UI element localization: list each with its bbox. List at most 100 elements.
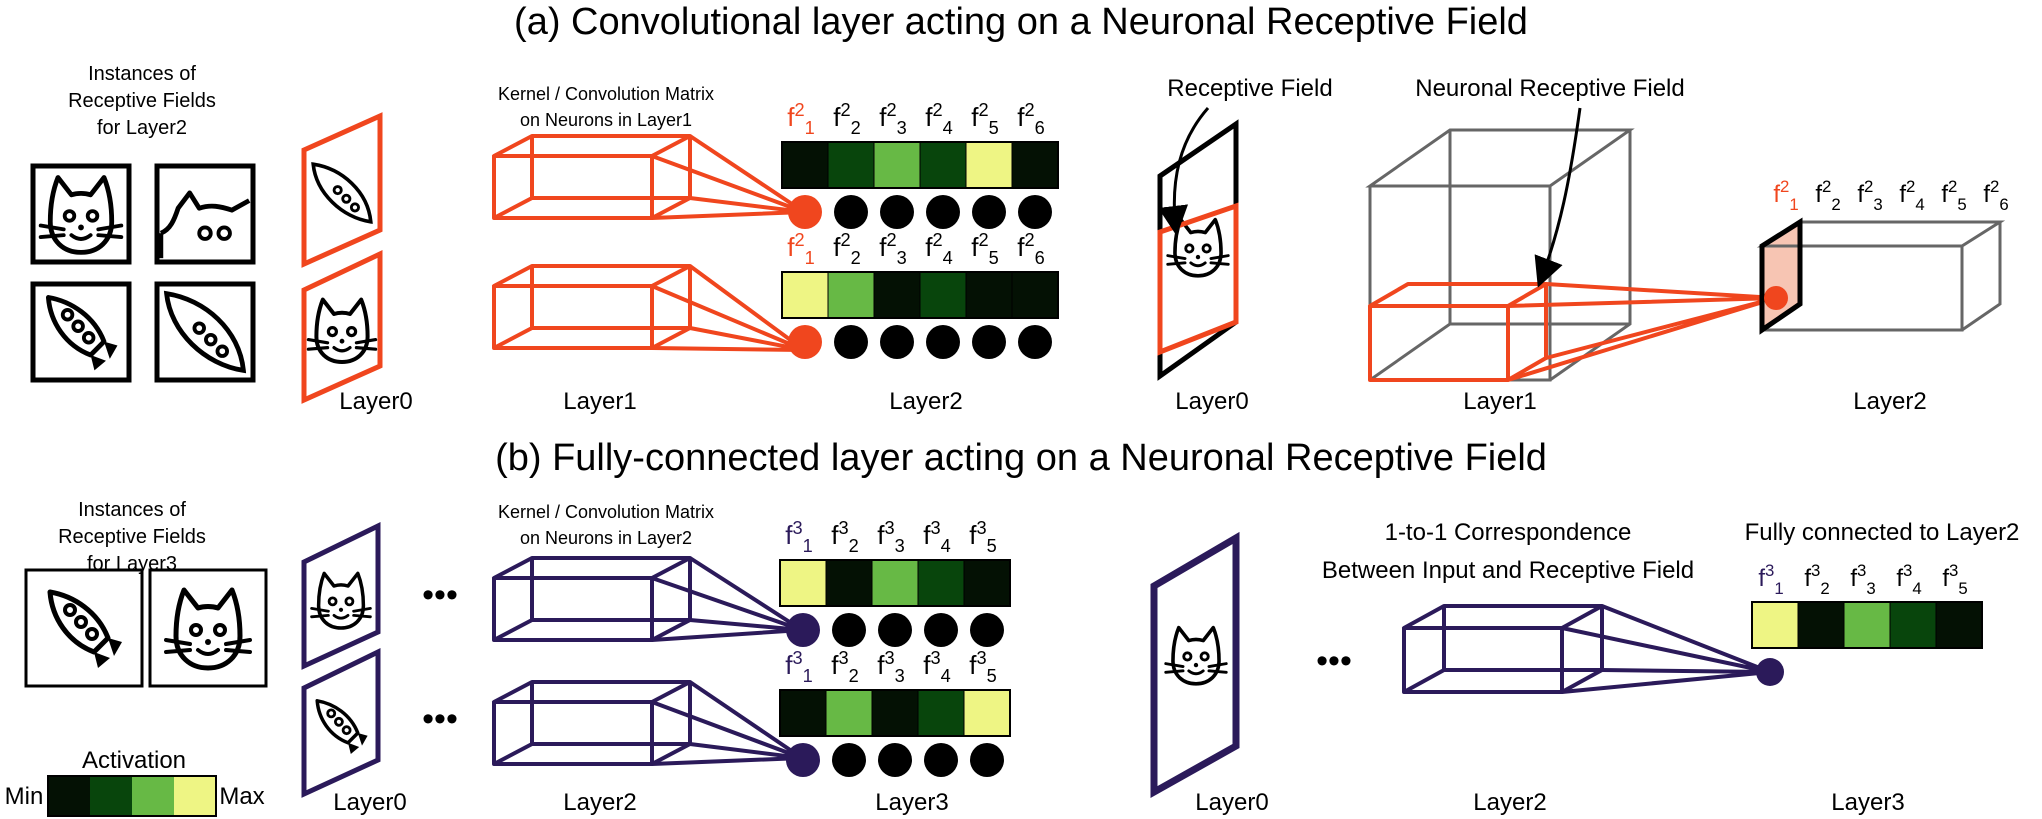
rocket-icon	[50, 592, 122, 668]
activation-cell	[781, 271, 829, 319]
active-neuron	[786, 613, 820, 647]
active-neuron	[788, 325, 822, 359]
filter-label-4: f24	[925, 100, 952, 138]
instance-box-cat	[30, 163, 132, 265]
activation-cell	[1889, 601, 1937, 649]
scale-swatch	[174, 776, 216, 816]
activation-scale-title: Activation	[82, 747, 186, 774]
receptive-field-arrow	[1158, 107, 1210, 236]
activation-cell	[871, 689, 919, 737]
activation-scale-max: Max	[219, 783, 264, 810]
filter-label-5: f35	[1942, 561, 1967, 598]
neuronal-rf-arrow	[1534, 107, 1582, 288]
scale-swatch	[132, 776, 174, 816]
activation-row-frame	[781, 271, 1059, 319]
filter-label-3: f33	[1850, 561, 1875, 598]
panel-a-left-label-layer2: Layer2	[889, 388, 962, 415]
activation-cell	[827, 141, 875, 189]
neuron	[924, 613, 958, 647]
panel-b-output-neuron	[1756, 658, 1784, 686]
neuron	[1018, 325, 1052, 359]
cat-face-icon	[41, 178, 122, 253]
receptive-field-label: Receptive Field	[1167, 75, 1332, 102]
panel-a-layer2-box	[1756, 217, 2006, 335]
panel-b-kernel-bottom	[492, 680, 804, 766]
panel-b-instances-label: Instances of Receptive Fields for Layer3	[58, 499, 206, 575]
panel-a-kernel-top	[492, 134, 806, 220]
filter-label-2: f32	[831, 648, 858, 686]
panel-a-left-label-layer1: Layer1	[563, 388, 636, 415]
panel-b-kernel-top	[492, 556, 804, 642]
panel-b-layer2-kernel	[1402, 604, 1771, 694]
cat-face-icon	[1166, 628, 1226, 684]
activation-cell	[965, 141, 1013, 189]
filter-label-1: f21	[787, 100, 814, 138]
fully-connected-label: Fully connected to Layer2	[1745, 519, 2020, 546]
activation-row-frame	[779, 689, 1011, 737]
neuron	[832, 613, 866, 647]
activation-scale-min: Min	[5, 783, 44, 810]
filter-label-1: f31	[1758, 561, 1783, 598]
activation-cell	[825, 689, 873, 737]
instances-label-line3: for Layer2	[97, 117, 187, 139]
filter-label-1: f21	[1773, 177, 1798, 214]
activation-cell	[1011, 271, 1059, 319]
active-neuron	[786, 743, 820, 777]
cat-face-icon	[308, 300, 375, 362]
instances-label-line3: for Layer3	[87, 553, 177, 575]
title-panel-a: (a) Convolutional layer acting on a Neur…	[514, 1, 1528, 43]
panel-b-right-label-layer0: Layer0	[1195, 789, 1268, 816]
rocket-dots-icon	[313, 164, 371, 222]
rocket-icon	[317, 701, 367, 754]
panel-b-kernel-label-line2: on Neurons in Layer2	[520, 528, 692, 548]
neuron	[926, 325, 960, 359]
panel-b-left-label-layer2: Layer2	[563, 789, 636, 816]
filter-label-5: f35	[969, 648, 996, 686]
cat-and-dots-icon	[161, 193, 249, 258]
instances-label-line1: Instances of	[78, 499, 186, 521]
filter-label-4: f34	[923, 518, 950, 556]
correspondence-label-line1: 1-to-1 Correspondence	[1385, 519, 1632, 546]
activation-row-frame	[779, 559, 1011, 607]
filter-label-4: f34	[923, 648, 950, 686]
scale-swatch	[90, 776, 132, 816]
panel-b-kernel-label-line1: Kernel / Convolution Matrix	[498, 502, 714, 522]
neuron	[880, 325, 914, 359]
filter-label-5: f35	[969, 518, 996, 556]
instance-box-rocket	[24, 568, 144, 688]
activation-cell	[917, 559, 965, 607]
panel-b-left-label-layer3: Layer3	[875, 789, 948, 816]
active-neuron	[788, 195, 822, 229]
activation-cell	[779, 689, 827, 737]
scale-swatch	[48, 776, 90, 816]
instance-box-rocket	[30, 281, 132, 383]
filter-label-2: f22	[833, 100, 860, 138]
activation-cell	[1935, 601, 1983, 649]
activation-cell	[781, 141, 829, 189]
panel-a-receptive-field-patch	[1157, 202, 1239, 356]
neuron	[970, 743, 1004, 777]
activation-cell	[825, 559, 873, 607]
panel-a-layer1-cube	[1365, 128, 1635, 382]
activation-cell	[1797, 601, 1845, 649]
filter-label-6: f26	[1017, 230, 1044, 268]
cat-face-icon	[166, 590, 250, 668]
instances-label-line2: Receptive Fields	[58, 526, 206, 548]
activation-scale-bar	[47, 775, 217, 817]
filter-label-2: f22	[1815, 177, 1840, 214]
neuron	[878, 743, 912, 777]
activation-cell	[873, 271, 921, 319]
neuron	[972, 325, 1006, 359]
activation-row-frame	[1751, 601, 1983, 649]
neuron	[972, 195, 1006, 229]
scale-frame	[47, 775, 217, 817]
title-panel-b: (b) Fully-connected layer acting on a Ne…	[495, 437, 1547, 479]
instance-box-rocketdots	[154, 281, 256, 383]
filter-label-1: f21	[787, 230, 814, 268]
layer0-frame-top	[301, 522, 381, 670]
activation-cell	[1011, 141, 1059, 189]
panel-a-instances-label: Instances of Receptive Fields for Layer2	[68, 63, 216, 139]
